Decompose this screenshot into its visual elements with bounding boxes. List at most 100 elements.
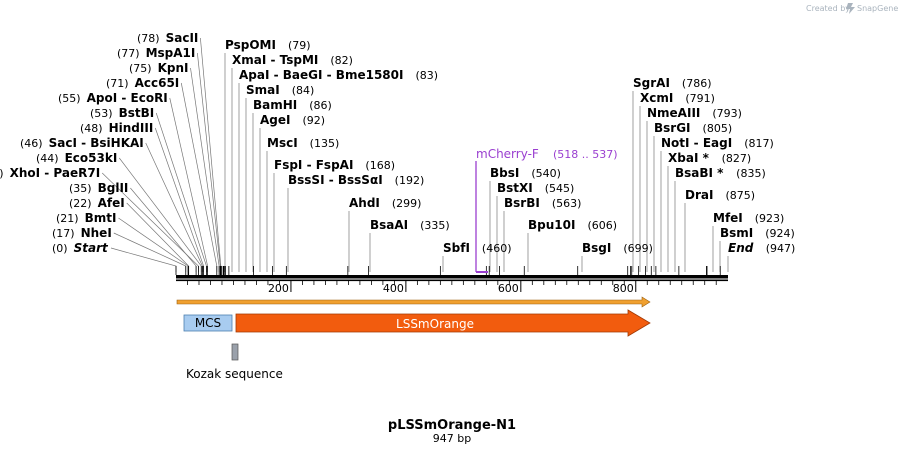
site-name: BsgI xyxy=(582,241,611,255)
ruler-tick-label: 600 xyxy=(498,282,519,295)
site-label-right: BsrBI(563) xyxy=(504,196,581,210)
site-label-left: (77)MspA1I xyxy=(117,46,195,60)
ruler-tick-label: 400 xyxy=(383,282,404,295)
site-position: (299) xyxy=(392,197,422,210)
site-label-right: XbaI *(827) xyxy=(668,151,751,165)
site-name: NmeAIII xyxy=(647,106,700,120)
site-position: (923) xyxy=(755,212,785,225)
site-position: (84) xyxy=(292,84,315,97)
site-label-right: SmaI (84) xyxy=(246,83,314,97)
site-position: (48) xyxy=(80,122,103,135)
site-position: (699) xyxy=(623,242,653,255)
site-position: (79) xyxy=(288,39,311,52)
site-label-left: (39)XhoI - PaeR7I xyxy=(0,166,100,180)
ruler-tick-label: 200 xyxy=(268,282,289,295)
site-name: Bpu10I xyxy=(528,218,575,232)
site-name: MspA1I xyxy=(146,46,196,60)
feature-lssmorange-label: LSSmOrange xyxy=(396,317,474,331)
site-name: XbaI * xyxy=(668,151,710,165)
site-label-right: MfeI(923) xyxy=(713,211,784,225)
site-position: (86) xyxy=(309,99,332,112)
site-labels: (0)Start(17)NheI(21)BmtI(22)AfeI(35)BglI… xyxy=(0,31,795,255)
site-position: (46) xyxy=(20,137,43,150)
site-label-right: BbsI(540) xyxy=(490,166,561,180)
site-leader-lines xyxy=(101,37,729,275)
site-label-right: AgeI (92) xyxy=(260,113,325,127)
site-label-right: XmaI - TspMI(82) xyxy=(232,53,353,67)
site-name: KpnI xyxy=(158,61,189,75)
site-label-right: PspOMI (79) xyxy=(225,38,311,52)
credit-brand: SnapGene xyxy=(857,4,898,13)
site-name: AfeI xyxy=(98,196,125,210)
feature-mcs-label: MCS xyxy=(195,316,221,330)
site-label-right: ApaI - BaeGI - Bme1580I(83) xyxy=(239,68,438,82)
site-position: (805) xyxy=(703,122,733,135)
site-label-right: DraI(875) xyxy=(685,188,755,202)
site-name: NotI - EagI xyxy=(661,136,732,150)
site-label-right: BstXI (545) xyxy=(497,181,574,195)
site-position: (55) xyxy=(58,92,81,105)
site-label-left: (71)Acc65I xyxy=(106,76,179,90)
site-position: (53) xyxy=(90,107,113,120)
site-label-right: BsaAI(335) xyxy=(370,218,450,232)
site-name: SacII xyxy=(166,31,199,45)
site-leader-line xyxy=(154,127,204,272)
site-label-left: (21)BmtI xyxy=(56,211,116,225)
primer-mcherry-f: mCherry-F (518 .. 537) xyxy=(475,147,618,273)
site-name: XmaI - TspMI xyxy=(232,53,318,67)
plasmid-length: 947 bp xyxy=(433,432,471,445)
feature-kozak-label: Kozak sequence xyxy=(186,367,283,381)
site-position: (78) xyxy=(137,32,160,45)
feature-mcs: MCS xyxy=(183,314,233,332)
site-position: (17) xyxy=(52,227,75,240)
site-position: (875) xyxy=(725,189,755,202)
site-label-right: SgrAI (786) xyxy=(633,76,712,90)
site-label-right: FspI - FspAI(168) xyxy=(274,158,395,172)
site-label-right: NmeAIII (793) xyxy=(647,106,742,120)
site-name: NheI xyxy=(81,226,112,240)
site-label-right: BsgI (699) xyxy=(582,241,653,255)
site-position: (540) xyxy=(531,167,561,180)
site-position: (168) xyxy=(365,159,395,172)
site-name: PspOMI xyxy=(225,38,276,52)
site-label-right: BsaBI *(835) xyxy=(675,166,766,180)
site-name: AgeI xyxy=(260,113,290,127)
site-name: ApoI - EcoRI xyxy=(87,91,168,105)
site-name: End xyxy=(728,241,754,255)
site-leader-line xyxy=(145,142,203,272)
feature-lssmorange: LSSmOrange xyxy=(235,309,651,337)
snapgene-logo-icon xyxy=(846,3,855,14)
site-position: (786) xyxy=(682,77,712,90)
site-position: (135) xyxy=(310,137,340,150)
site-position: (791) xyxy=(685,92,715,105)
site-label-left: (0)Start xyxy=(52,241,109,255)
site-name: Start xyxy=(74,241,109,255)
site-name: ApaI - BaeGI - Bme1580I xyxy=(239,68,403,82)
primer-name: mCherry-F xyxy=(476,147,539,161)
site-position: (71) xyxy=(106,77,129,90)
site-position: (22) xyxy=(69,197,92,210)
site-label-left: (17) NheI xyxy=(52,226,112,240)
site-label-right: SbfI(460) xyxy=(443,241,512,255)
site-name: BsrGI xyxy=(654,121,691,135)
site-name: SgrAI xyxy=(633,76,670,90)
site-position: (21) xyxy=(56,212,79,225)
plasmid-name: pLSSmOrange-N1 xyxy=(388,418,516,433)
credit: Created by SnapGene xyxy=(806,3,898,14)
site-name: BstXI xyxy=(497,181,533,195)
site-leader-line xyxy=(118,217,189,272)
site-label-left: (22) AfeI xyxy=(69,196,125,210)
site-position: (793) xyxy=(712,107,742,120)
site-name: Eco53kI xyxy=(65,151,118,165)
site-label-right: MscI(135) xyxy=(267,136,339,150)
site-label-right: BsrGI (805) xyxy=(654,121,732,135)
site-label-right: XcmI(791) xyxy=(640,91,715,105)
site-position: (92) xyxy=(302,114,325,127)
site-label-left: (55) ApoI - EcoRI xyxy=(58,91,168,105)
site-name: SmaI xyxy=(246,83,280,97)
site-position: (545) xyxy=(545,182,575,195)
site-name: BamHI xyxy=(253,98,297,112)
site-label-right: AhdI(299) xyxy=(349,196,421,210)
